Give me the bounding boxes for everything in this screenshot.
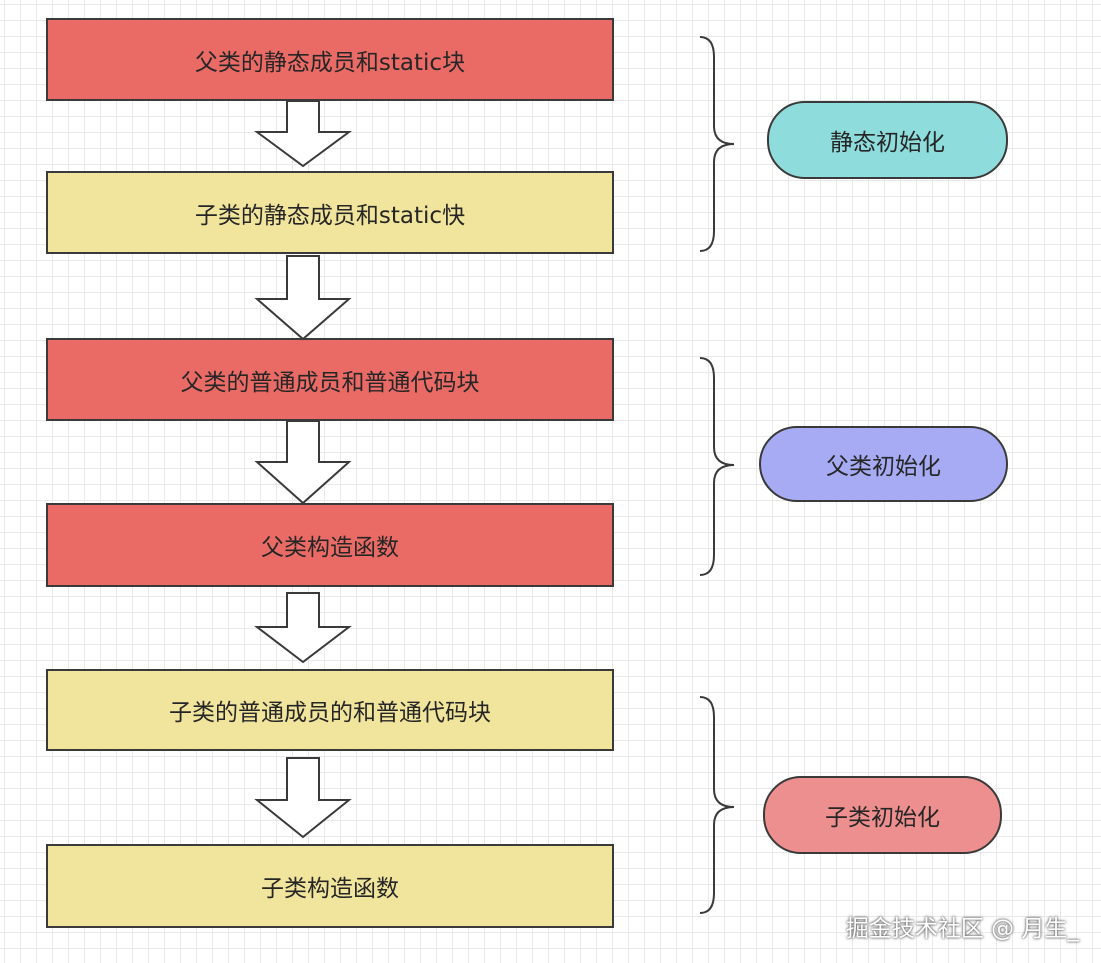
down-arrow-1 [253, 100, 353, 168]
step-parent-instance: 父类的普通成员和普通代码块 [46, 338, 614, 421]
group-parent-init: 父类初始化 [759, 426, 1008, 502]
watermark: 掘金技术社区 @ 月生_ [845, 916, 1079, 942]
step-label: 子类的静态成员和static快 [194, 202, 466, 229]
step-label: 子类的普通成员的和普通代码块 [169, 700, 491, 726]
group-label: 静态初始化 [830, 130, 945, 156]
step-parent-constructor: 父类构造函数 [46, 503, 614, 587]
step-label: 父类的普通成员和普通代码块 [180, 369, 480, 396]
down-arrow-5 [254, 757, 352, 839]
step-label: 父类构造函数 [261, 535, 399, 561]
step-child-instance: 子类的普通成员的和普通代码块 [46, 669, 614, 751]
step-label: 父类的静态成员和static块 [194, 49, 466, 76]
down-arrow-3 [254, 420, 352, 505]
step-parent-static: 父类的静态成员和static块 [46, 18, 614, 101]
brace-parent [699, 357, 735, 576]
step-child-constructor: 子类构造函数 [46, 844, 614, 928]
down-arrow-4 [254, 592, 352, 664]
down-arrow-2 [254, 255, 352, 341]
brace-child [699, 696, 735, 914]
step-label: 子类构造函数 [261, 876, 399, 902]
group-child-init: 子类初始化 [763, 776, 1002, 854]
group-static-init: 静态初始化 [767, 101, 1008, 179]
group-label: 子类初始化 [825, 805, 940, 831]
step-child-static: 子类的静态成员和static快 [46, 171, 614, 254]
brace-static [699, 36, 735, 252]
group-label: 父类初始化 [826, 454, 941, 480]
